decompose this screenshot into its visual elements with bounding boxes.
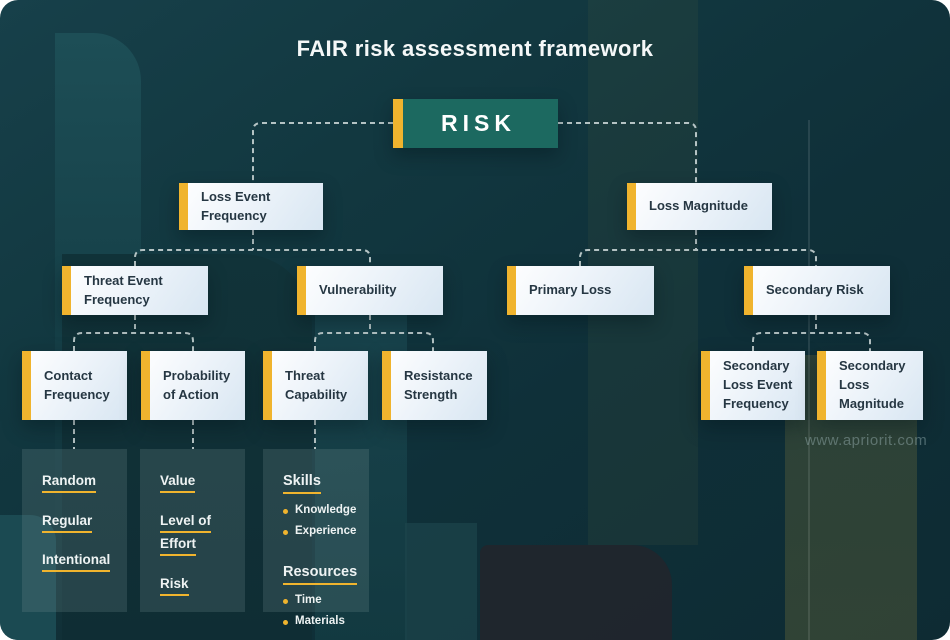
node-secondary-risk: Secondary Risk [744, 266, 890, 315]
accent-bar [507, 266, 516, 315]
bullet-label: Experience [295, 524, 357, 537]
section-heading: Resources [283, 560, 361, 585]
accent-bar [393, 99, 403, 148]
bullet-dot-icon [283, 599, 288, 605]
node-label: Secondary Risk [766, 282, 864, 298]
contact-frequency-list-panel: Random Regular Intentional [22, 449, 127, 612]
bullet-dot-icon [283, 508, 288, 514]
list-item-label: Random [42, 473, 96, 493]
background-bar [315, 278, 407, 640]
accent-bar [263, 351, 272, 420]
background-bar [0, 515, 56, 640]
background-bar [480, 545, 672, 640]
threat-capability-list-panel: Skills Knowledge Experience Resources Ti… [263, 449, 369, 627]
node-label: RISK [441, 109, 516, 136]
node-secondary-loss-magnitude: Secondary Loss Magnitude [817, 351, 923, 420]
list-item: Regular [42, 509, 119, 533]
background-bar [405, 523, 477, 640]
bullet-label: Time [295, 594, 322, 607]
list-item-label: Risk [160, 575, 189, 596]
list-item: Intentional [42, 548, 119, 573]
node-label: Threat Event Frequency [84, 272, 163, 307]
background-bar [62, 254, 312, 640]
node-label: Secondary Loss Event Frequency [723, 358, 793, 411]
node-secondary-loss-event-frequency: Secondary Loss Event Frequency [701, 351, 805, 420]
node-risk: RISK [393, 99, 558, 148]
accent-bar [627, 183, 636, 230]
accent-bar [382, 351, 391, 420]
node-threat-event-frequency: Threat Event Frequency [62, 266, 208, 315]
node-primary-loss: Primary Loss [507, 266, 654, 315]
bullet-dot-icon [283, 529, 288, 535]
accent-bar [817, 351, 826, 420]
bullet-item: Time [283, 594, 361, 606]
list-item-label: Value [160, 473, 196, 493]
accent-bar [179, 183, 188, 230]
probability-of-action-list-panel: Value Level of Effort Risk [140, 449, 245, 612]
bullet-label: Knowledge [295, 503, 357, 516]
list-item-label: Intentional [42, 552, 111, 573]
node-label: Vulnerability [319, 282, 397, 298]
node-label: Loss Magnitude [649, 198, 748, 214]
accent-bar [744, 266, 753, 315]
list-item-label: Regular [42, 512, 93, 533]
list-item: Random [42, 469, 119, 493]
section-gap [283, 546, 361, 560]
node-resistance-strength: Resistance Strength [382, 351, 487, 420]
section-heading-label: Skills [283, 473, 321, 494]
accent-bar [297, 266, 306, 315]
accent-bar [701, 351, 710, 420]
bullet-dot-icon [283, 620, 288, 626]
node-label: Primary Loss [529, 282, 612, 298]
bullet-item: Knowledge [283, 504, 361, 516]
node-label: Resistance Strength [404, 367, 473, 402]
watermark: www.apriorit.com [805, 432, 928, 449]
list-item-label: Level of Effort [160, 512, 212, 557]
node-loss-event-frequency: Loss Event Frequency [179, 183, 323, 230]
bullet-item: Experience [283, 525, 361, 537]
accent-bar [141, 351, 150, 420]
node-probability-of-action: Probability of Action [141, 351, 245, 420]
node-label: Loss Event Frequency [201, 188, 271, 223]
bullet-label: Materials [295, 615, 345, 628]
section-heading: Skills [283, 469, 361, 494]
node-label: Secondary Loss Magnitude [839, 358, 906, 411]
node-contact-frequency: Contact Frequency [22, 351, 127, 420]
list-item: Risk [160, 572, 237, 596]
accent-bar [62, 266, 71, 315]
node-label: Probability of Action [163, 367, 231, 402]
node-threat-capability: Threat Capability [263, 351, 368, 420]
bullet-item: Materials [283, 615, 361, 627]
list-item: Value [160, 469, 237, 493]
node-vulnerability: Vulnerability [297, 266, 443, 315]
background-bar [808, 120, 810, 640]
node-label: Contact Frequency [44, 367, 110, 402]
accent-bar [22, 351, 31, 420]
node-label: Threat Capability [285, 367, 348, 402]
section-heading-label: Resources [283, 563, 358, 585]
list-item: Level of Effort [160, 509, 237, 557]
node-loss-magnitude: Loss Magnitude [627, 183, 772, 230]
page-title: FAIR risk assessment framework [296, 36, 654, 61]
